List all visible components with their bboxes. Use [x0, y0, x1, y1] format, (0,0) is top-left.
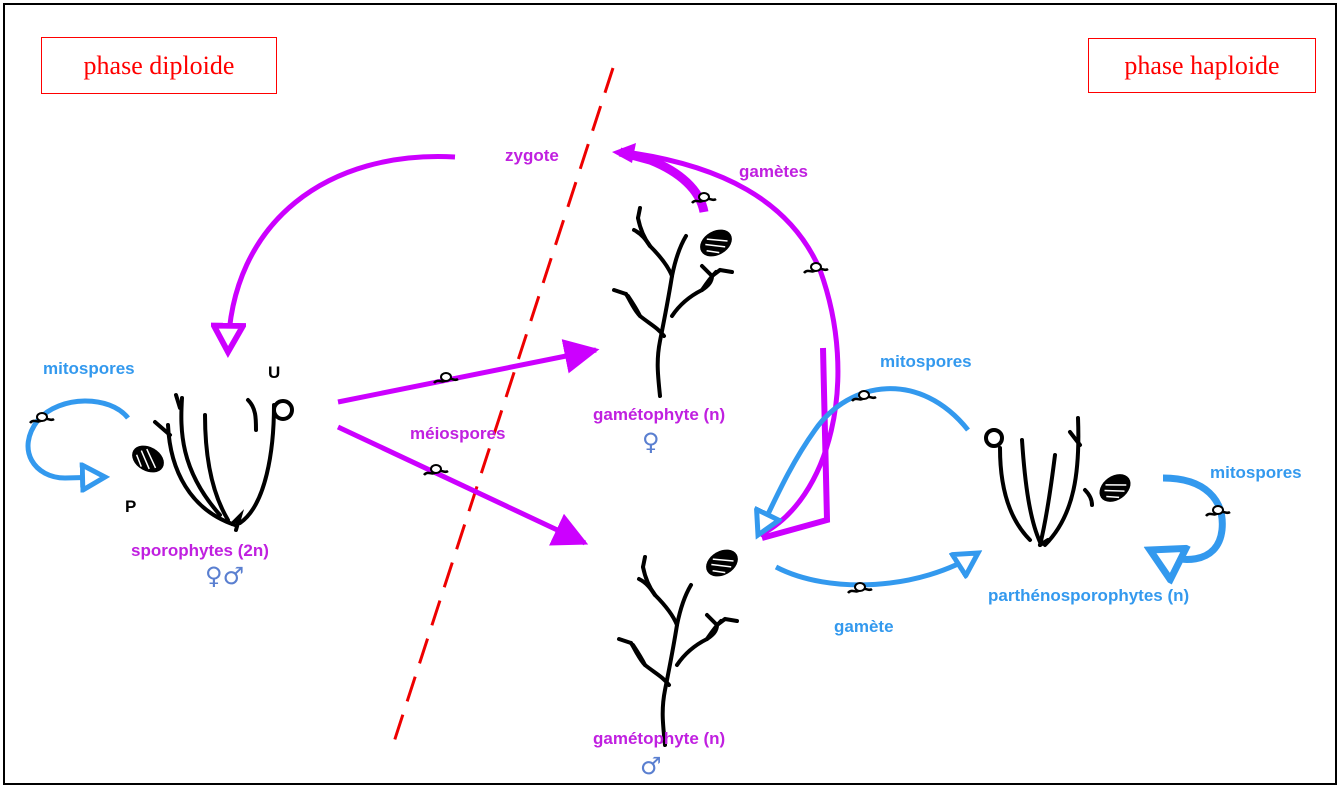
gamete-arrow [774, 553, 978, 588]
diagram-frame [3, 3, 1337, 785]
parthenosporophyte-plant [998, 416, 1094, 547]
female-gamete-arrow [618, 147, 709, 214]
meiospore-arrow-female [337, 339, 600, 405]
mitospores-right-label: mitospores [1210, 463, 1302, 482]
male-gamete-arrow [624, 149, 841, 538]
spore-male-gamete [802, 261, 830, 275]
meiospores-label: méiospores [410, 424, 506, 443]
spore-mitospore-left [28, 411, 56, 425]
unilocular-sporangium-left [272, 399, 294, 421]
male-symbol: ♂ [640, 752, 662, 780]
mitospores-right-loop [1150, 474, 1226, 560]
gametes-label: gamètes [739, 162, 808, 181]
mitospores-mid-arrow [758, 386, 970, 535]
female-gamete-arrowhead [612, 143, 636, 163]
female-symbol: ♀ [642, 428, 660, 456]
mitospores-left-label: mitospores [43, 359, 135, 378]
sporophytes-label: sporophytes (2n) [131, 541, 269, 560]
sporophytes-symbol: ♀♂ [205, 562, 245, 590]
unilocular-label: U [268, 363, 281, 382]
unilocular-sporangium-right [984, 428, 1004, 448]
phase-haploid-box: phase haploide [1088, 38, 1316, 93]
spore-mitospore-right [1204, 504, 1232, 518]
gametophyte-male-label: gamétophyte (n) [593, 729, 726, 748]
zygote-to-sporophyte-arrow [228, 154, 456, 352]
female-gametangium [694, 223, 738, 263]
mitospores-mid-label: mitospores [880, 352, 972, 371]
parthenosporophytes-label: parthénosporophytes (n) [988, 586, 1190, 605]
phase-divider-line [391, 67, 615, 746]
gamete-label: gamète [834, 617, 894, 636]
plurilocular-label: P [125, 497, 137, 516]
plurilocular-sporangium-left [126, 439, 170, 479]
male-gametangium [700, 543, 744, 583]
male-gamete-arrow-thick [761, 347, 831, 541]
sporophyte-plant [153, 393, 276, 532]
zygote-label: zygote [505, 146, 559, 165]
plurilocular-sporangium-right [1093, 467, 1137, 509]
meiospore-arrow-male [336, 424, 589, 546]
male-gametophyte-plant [617, 555, 739, 747]
gametophyte-female-label: gamétophyte (n) [593, 405, 726, 424]
phase-diploid-box: phase diploide [41, 37, 277, 94]
